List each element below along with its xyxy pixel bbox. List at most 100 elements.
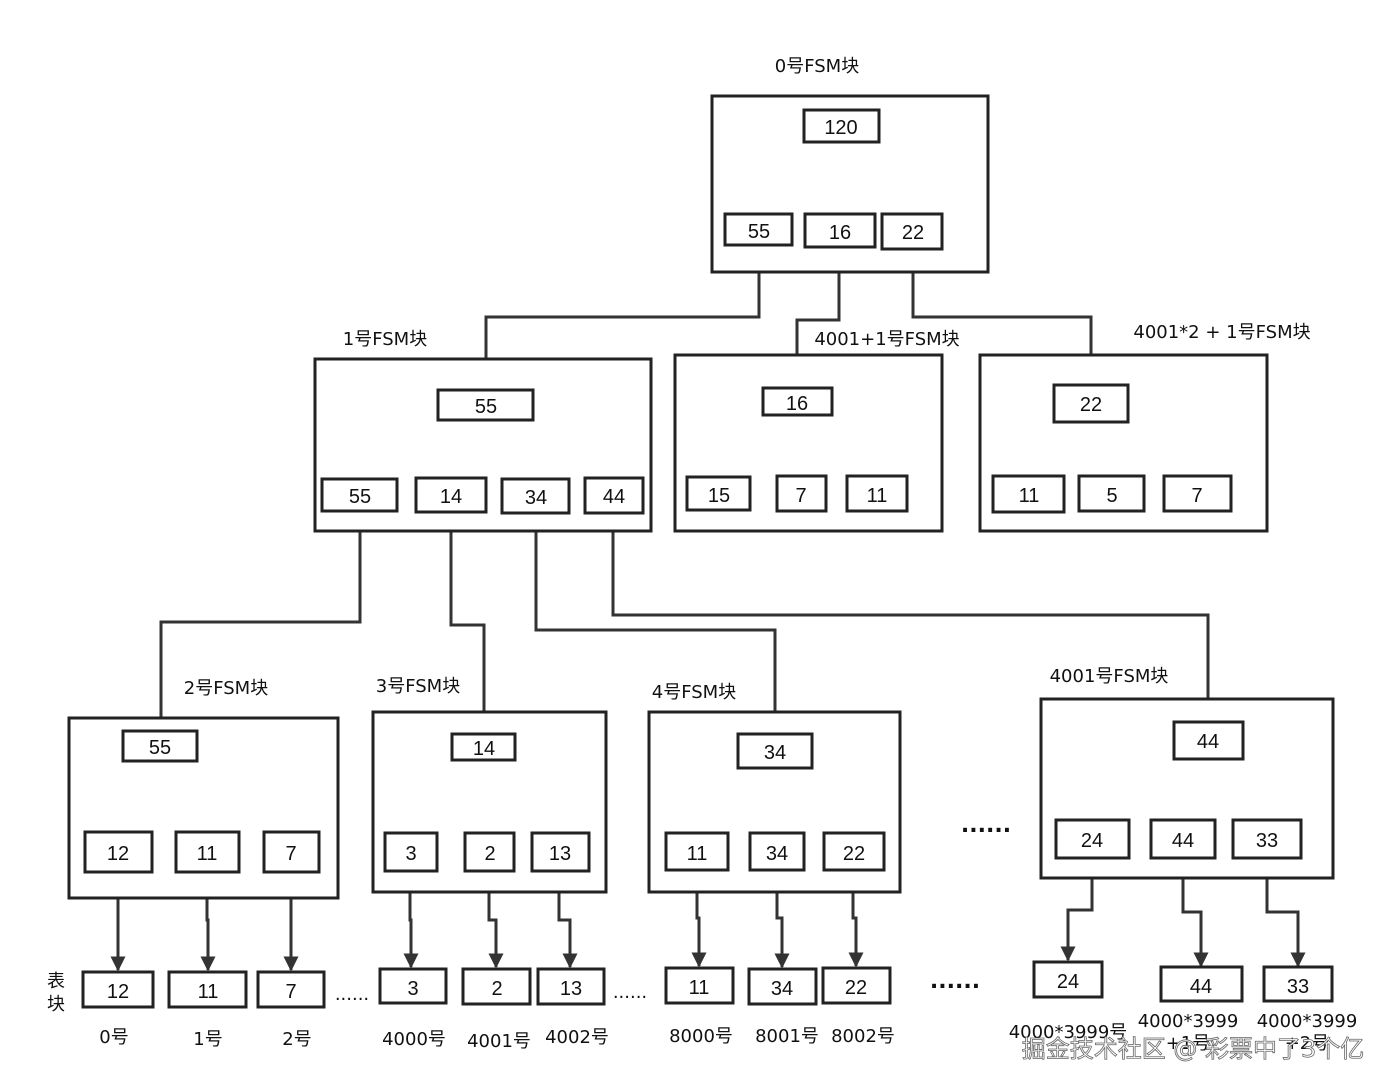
fsm-block-8003: 4001*2 + 1号FSM块 22 11 5 7 xyxy=(978,322,1311,533)
fsm0-cell-1-value: 16 xyxy=(829,222,851,244)
fsm-block-4-title: 4号FSM块 xyxy=(652,682,736,703)
ellipsis-between-blocks: ...... xyxy=(961,813,1011,838)
edge-fsm3-c2 xyxy=(557,873,578,969)
fsm3-cell-1 xyxy=(463,831,516,873)
fsm0-head-value: 120 xyxy=(824,117,857,139)
fsm-block-4001: 4001号FSM块 44 24 44 33 xyxy=(1039,666,1335,880)
fsm4001-head-value: 44 xyxy=(1197,731,1219,753)
fsm-block-3: 3号FSM块 14 3 2 13 xyxy=(371,676,608,894)
table-block-11-label: 4000*3999+2号 xyxy=(1257,1011,1358,1054)
table-block-10-label: 4000*3999+1号 xyxy=(1138,1011,1239,1054)
edge-fsm0-22-to-fsm8003 xyxy=(911,250,1099,385)
fsm4001-cell-0 xyxy=(1054,818,1131,860)
fsm4002-cell-1 xyxy=(775,474,828,513)
fsm3-cell-1-value: 2 xyxy=(484,843,495,865)
watermark: 掘金技术社区 @ 彩票中了3个亿 xyxy=(1022,1035,1365,1063)
fsm4002-head-cell xyxy=(761,386,834,417)
table-block-3 xyxy=(378,967,448,1005)
ellipsis-table-b: ...... xyxy=(613,982,647,1003)
edge-fsm4-c2 xyxy=(848,872,864,968)
fsm4002-cell-0-value: 15 xyxy=(708,485,730,507)
table-block-11-label-line: 4000*3999 xyxy=(1257,1011,1358,1032)
fsm4-cell-2 xyxy=(822,831,886,872)
edge-fsm4001-c0 xyxy=(1060,860,1094,962)
fsm1-cell-3 xyxy=(583,476,645,515)
fsm4-head-cell xyxy=(736,732,814,770)
fsm0-cell-0-value: 55 xyxy=(748,221,770,243)
fsm-block-4002: 4001+1号FSM块 16 15 7 11 xyxy=(673,329,960,533)
table-block-2 xyxy=(256,970,326,1009)
fsm3-head-value: 14 xyxy=(473,738,495,760)
table-block-6 xyxy=(664,966,735,1005)
table-block-1-label: 1号 xyxy=(193,1029,222,1050)
table-block-10-label-line: +1号 xyxy=(1166,1033,1211,1054)
fsm1-head-value: 55 xyxy=(475,396,497,418)
fsm2-cell-1 xyxy=(174,830,241,874)
fsm1-cell-0 xyxy=(320,477,399,513)
table-block-7 xyxy=(747,967,818,1006)
fsm2-head-value: 55 xyxy=(149,737,171,759)
fsm0-cell-0 xyxy=(723,212,794,247)
table-block-0-value: 12 xyxy=(107,981,129,1003)
fsm2-cell-2 xyxy=(262,830,321,874)
table-block-caption-line2: 块 xyxy=(47,994,65,1015)
table-block-8 xyxy=(821,966,892,1005)
table-block-3-value: 3 xyxy=(407,978,418,1000)
fsm4-head-value: 34 xyxy=(764,742,786,764)
fsm8003-cell-1-value: 5 xyxy=(1106,485,1117,507)
table-block-5-label: 4002号 xyxy=(545,1027,609,1048)
table-blocks-row: 表 块 12 0号 11 1号 7 2号 ...... 3 4000号 2 40… xyxy=(47,960,1358,1054)
table-block-4-label: 4001号 xyxy=(467,1031,531,1052)
fsm-block-0: 0号FSM块 120 55 16 22 xyxy=(710,56,990,274)
table-block-7-label: 8001号 xyxy=(755,1026,819,1047)
fsm4002-cell-2 xyxy=(845,474,909,513)
table-block-11 xyxy=(1262,965,1334,1003)
fsm-block-1: 1号FSM块 55 55 14 34 44 xyxy=(313,329,653,533)
edge-fsm4001-c1 xyxy=(1181,860,1209,968)
edge-fsm1-34-to-fsm4 xyxy=(534,514,783,735)
fsm8003-cell-2-value: 7 xyxy=(1191,485,1202,507)
table-block-10 xyxy=(1159,965,1244,1003)
fsm4001-cell-2 xyxy=(1231,818,1303,860)
connectors xyxy=(110,246,1306,972)
fsm-block-3-title: 3号FSM块 xyxy=(376,676,460,697)
edge-fsm1-14-to-fsm3 xyxy=(449,513,492,734)
fsm1-cell-1 xyxy=(414,476,488,514)
table-block-10-value: 44 xyxy=(1190,976,1212,998)
fsm4001-cell-1-value: 44 xyxy=(1172,830,1194,852)
fsm1-cell-3-value: 44 xyxy=(603,486,625,508)
fsm0-cell-2 xyxy=(880,212,944,251)
table-block-1-value: 11 xyxy=(198,981,219,1003)
table-block-6-value: 11 xyxy=(689,977,710,999)
fsm1-cell-1-value: 14 xyxy=(440,486,462,508)
table-block-0 xyxy=(81,970,155,1009)
fsm8003-cell-0-value: 11 xyxy=(1019,485,1040,507)
ellipsis-table-a: ...... xyxy=(335,984,369,1005)
table-block-4-value: 2 xyxy=(491,978,502,1000)
fsm4002-cell-2-value: 11 xyxy=(867,485,888,507)
fsm1-cell-2-value: 34 xyxy=(525,487,547,509)
edge-fsm4-c0 xyxy=(691,872,707,968)
fsm-block-1-title: 1号FSM块 xyxy=(343,329,427,350)
edge-fsm1-44-to-fsm4001 xyxy=(611,514,1216,723)
table-block-11-label-line: +2号 xyxy=(1285,1033,1330,1054)
fsm4-cell-0-value: 11 xyxy=(687,843,708,865)
fsm0-cell-1 xyxy=(803,212,877,249)
table-block-9-value: 24 xyxy=(1057,971,1079,993)
edge-fsm0-55-to-fsm1 xyxy=(478,246,761,391)
fsm0-head-cell xyxy=(802,108,881,144)
fsm3-cell-2-value: 13 xyxy=(549,843,571,865)
table-block-9 xyxy=(1032,960,1104,999)
table-block-9-label: 4000*3999号 xyxy=(1009,1022,1128,1043)
fsm-block-0-title: 0号FSM块 xyxy=(775,56,859,77)
fsm2-cell-1-value: 11 xyxy=(197,843,218,865)
fsm2-cell-2-value: 7 xyxy=(285,843,296,865)
fsm2-cell-0-value: 12 xyxy=(107,843,129,865)
edge-fsm4-c1 xyxy=(774,872,790,969)
fsm2-cell-0 xyxy=(83,830,154,874)
fsm4-cell-1 xyxy=(748,831,806,872)
table-block-0-label: 0号 xyxy=(99,1027,128,1048)
table-block-1 xyxy=(167,970,248,1009)
edge-fsm1-55-to-fsm2 xyxy=(153,512,362,732)
edge-fsm4001-c2 xyxy=(1265,860,1306,968)
